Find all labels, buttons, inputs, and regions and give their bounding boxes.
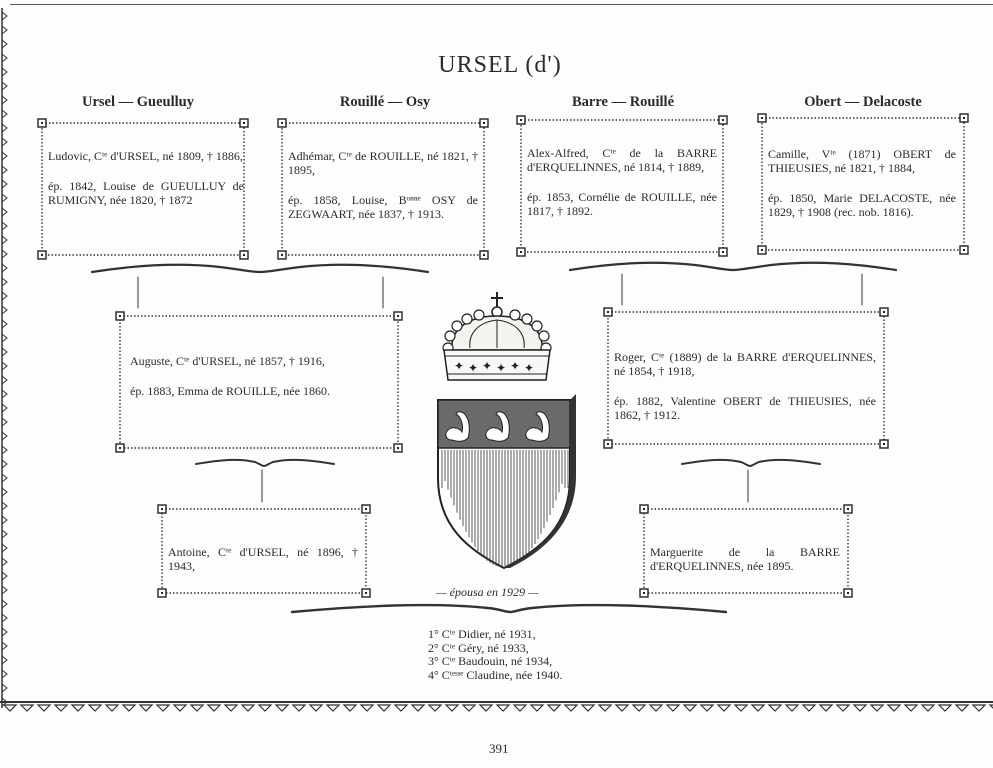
column-heading-rouille-osy: Rouillé — Osy — [339, 94, 431, 110]
svg-text:✦: ✦ — [468, 361, 478, 375]
child-gery: 2° Cᵗᵉ Géry, né 1933, — [428, 640, 529, 655]
child-baudouin: 3° Cᵗᵉ Baudouin, né 1934, — [428, 654, 553, 668]
svg-text:✦: ✦ — [524, 361, 534, 375]
child-didier: 1° Cᵗᵉ Didier, né 1931, — [428, 627, 536, 641]
alex-alfred-line2: ép. 1853, Cornélie de ROUILLE, née 1817,… — [527, 190, 717, 218]
crown-icon: ✦ ✦ ✦ ✦ ✦ ✦ — [442, 292, 552, 381]
svg-text:✦: ✦ — [496, 361, 506, 375]
brace-auguste — [195, 458, 335, 468]
page-title: URSEL (d') — [438, 52, 562, 78]
marguerite-line1: Marguerite de la BARRE d'ERQUELINNES, né… — [650, 545, 840, 573]
svg-text:✦: ✦ — [454, 359, 464, 373]
svg-text:✦: ✦ — [482, 359, 492, 373]
coat-of-arms: ✦ ✦ ✦ ✦ ✦ ✦ — [437, 292, 576, 570]
auguste-line1: Auguste, Cᵗᵉ d'URSEL, né 1857, † 1916, — [130, 354, 325, 368]
child-claudine: 4° Cᵗᵉˢˢᵉ Claudine, née 1940. — [428, 667, 563, 682]
box-auguste-ursel: Auguste, Cᵗᵉ d'URSEL, né 1857, † 1916, é… — [115, 311, 403, 453]
column-heading-obert-delacoste: Obert — Delacoste — [804, 94, 922, 110]
brace-roger — [681, 458, 821, 468]
antoine-line1: Antoine, Cᵗᵉ d'URSEL, né 1896, † 1943, — [168, 545, 358, 573]
shield-swans-icon — [437, 394, 576, 570]
adhemar-line1: Adhémar, Cᵗᵉ de ROUILLE, né 1821, † 1895… — [288, 149, 478, 177]
box-roger-barre: Roger, Cᵗᵉ (1889) de la BARRE d'ERQUELIN… — [603, 307, 889, 449]
svg-text:✦: ✦ — [510, 359, 520, 373]
roger-line1: Roger, Cᵗᵉ (1889) de la BARRE d'ERQUELIN… — [614, 350, 876, 378]
ludovic-line1: Ludovic, Cᵗᵉ d'URSEL, né 1809, † 1886, — [48, 149, 243, 163]
adhemar-line2: ép. 1858, Louise, Bᵒⁿⁿᵉ OSY de ZEGWAART,… — [288, 193, 478, 221]
column-heading-ursel-gueulluy: Ursel — Gueulluy — [82, 94, 194, 110]
box-ludovic-ursel: Ludovic, Cᵗᵉ d'URSEL, né 1809, † 1886, é… — [37, 118, 249, 260]
bottom-decorative-border — [0, 701, 993, 712]
page-number: 391 — [489, 741, 509, 756]
box-marguerite-barre: Marguerite de la BARRE d'ERQUELINNES, né… — [639, 504, 853, 598]
brace-children — [290, 603, 728, 614]
married-note: — épousa en 1929 — — [436, 585, 539, 599]
box-camille-obert: Camille, Vᵗᵉ (1871) OBERT de THIEUSIES, … — [757, 113, 969, 255]
box-alex-alfred-barre: Alex-Alfred, Cᵗᵉ de la BARRE d'ERQUELINN… — [516, 115, 728, 257]
brace-barre-obert — [568, 261, 898, 272]
ludovic-line2: ép. 1842, Louise de GUEULLUY de RUMIGNY,… — [48, 179, 244, 207]
camille-line2: ép. 1850, Marie DELACOSTE, née 1829, † 1… — [768, 191, 956, 219]
column-heading-barre-rouille: Barre — Rouillé — [571, 94, 675, 110]
auguste-line2: ép. 1883, Emma de ROUILLE, née 1860. — [130, 384, 330, 398]
top-rule — [10, 4, 993, 5]
brace-ursel-rouille — [90, 263, 430, 274]
camille-line1: Camille, Vᵗᵉ (1871) OBERT de THIEUSIES, … — [768, 147, 956, 175]
roger-line2: ép. 1882, Valentine OBERT de THIEUSIES, … — [614, 394, 876, 422]
children-list: 1° Cᵗᵉ Didier, né 1931, 2° Cᵗᵉ Géry, né … — [428, 627, 563, 682]
box-antoine-ursel: Antoine, Cᵗᵉ d'URSEL, né 1896, † 1943, — [157, 504, 371, 598]
alex-alfred-line1: Alex-Alfred, Cᵗᵉ de la BARRE d'ERQUELINN… — [527, 146, 717, 174]
left-decorative-border — [1, 8, 8, 708]
box-adhemar-rouille: Adhémar, Cᵗᵉ de ROUILLE, né 1821, † 1895… — [277, 118, 489, 260]
